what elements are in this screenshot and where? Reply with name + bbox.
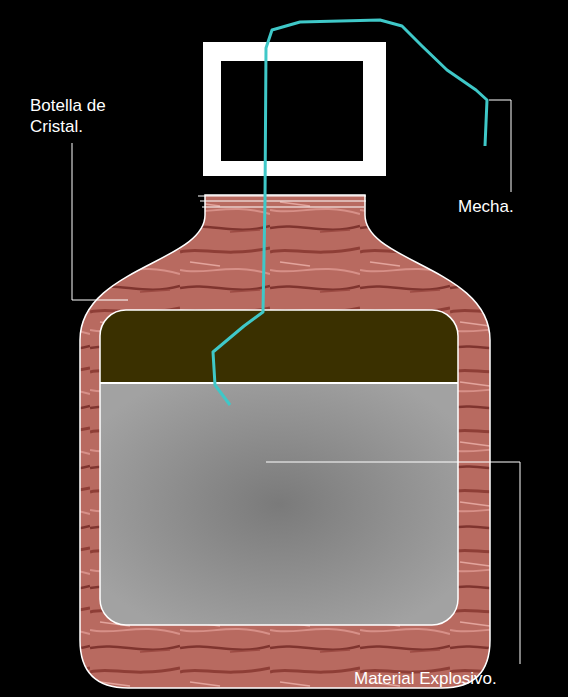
part-label: Material Explosivo. — [354, 668, 497, 689]
part-label: Botella de Cristal. — [30, 95, 142, 138]
part-label: Mecha. — [458, 196, 514, 217]
